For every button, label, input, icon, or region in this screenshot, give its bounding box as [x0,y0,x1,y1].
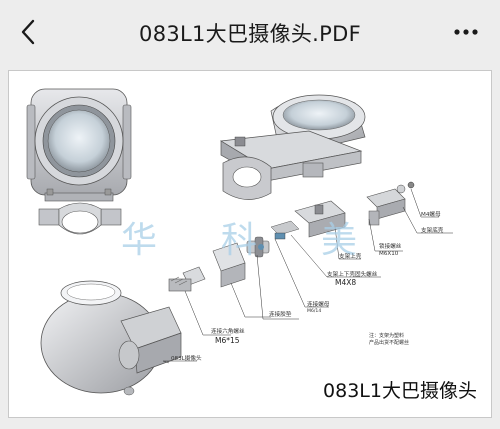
more-horizontal-icon [454,29,478,35]
label-hex-screw: 连接六角螺丝 [211,329,245,335]
note-line-2: 产品出货不配螺丝 [369,340,410,346]
leader-lines [162,188,453,364]
label-hex-screw-spec: M6*15 [215,336,240,345]
watermark-char-3: 美 [321,220,358,261]
pdf-page: 华 科 美 M4螺母 支架底壳 锁接螺丝 M6X10 支架上壳 支架上下壳固头螺… [8,70,492,418]
label-cover-screw: 支架上下壳固头螺丝 [327,272,378,278]
label-lock-screw-spec: M6X10 [379,251,399,257]
watermark-char-1: 华 [121,220,158,261]
label-nut: M4螺母 [421,212,441,218]
label-connector-nut: 连接螺母 [307,302,330,308]
label-camera: 083L摄像头 [171,356,202,362]
label-connector-nut-spec: M6/14 [307,309,322,314]
label-cover-screw-spec: M4X8 [335,278,357,287]
label-rubber-pad: 连接胶垫 [269,312,292,318]
front-view-camera [26,88,132,235]
exploded-bracket-parts [212,181,415,288]
exploded-view-drawing [26,88,453,396]
label-top-shell: 支架上壳 [339,254,362,260]
drawing-caption: 083L1大巴摄像头 [323,380,477,402]
watermark-char-2: 科 [221,220,258,261]
assembled-camera-iso [219,94,366,200]
label-lock-screw: 锁接螺丝 [379,244,402,250]
top-navigation-bar: 083L1大巴摄像头.PDF [0,0,500,64]
back-button[interactable] [8,12,48,52]
hex-screw [168,266,206,292]
note-line-1: 注：支架为塑料 [369,333,405,339]
label-bottom-shell: 支架底壳 [421,228,444,234]
chevron-left-icon [21,19,35,45]
document-viewer[interactable]: 华 科 美 M4螺母 支架底壳 锁接螺丝 M6X10 支架上壳 支架上下壳固头螺… [0,64,500,429]
document-title: 083L1大巴摄像头.PDF [139,22,361,46]
more-options-button[interactable] [446,14,486,50]
exploded-camera-body [40,280,182,396]
